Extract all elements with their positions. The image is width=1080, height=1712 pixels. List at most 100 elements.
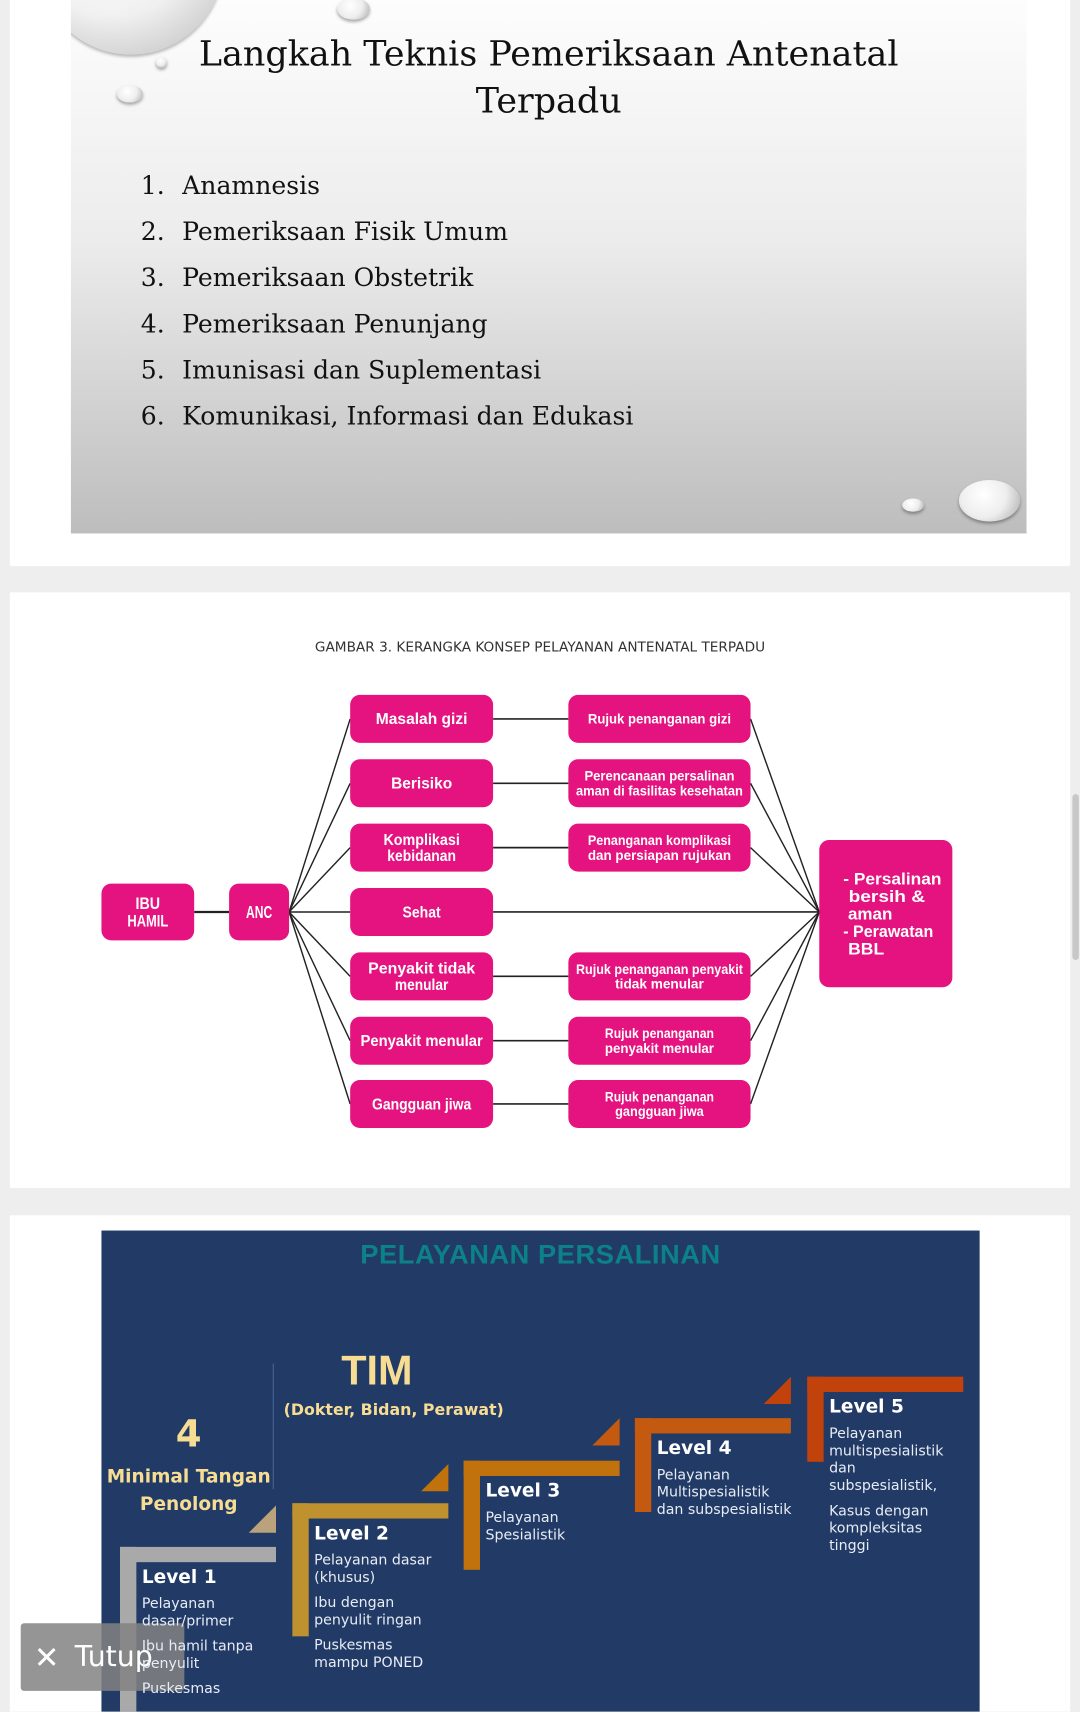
connector (288, 911, 351, 1042)
level-4-text: Level 4 Pelayanan Multispesialistik dan … (656, 1437, 810, 1527)
condition-node-label: Penyakit menular (361, 1033, 483, 1050)
item-number: 6. (140, 402, 165, 431)
level-description: Puskesmas mampu PONED (314, 1637, 424, 1672)
item-number: 3. (140, 264, 165, 293)
item-text: Imunisasi dan Suplementasi (182, 356, 542, 385)
item-number: 5. (140, 356, 165, 385)
condition-node-label: Gangguan jiwa (372, 1096, 472, 1113)
level-description: Pelayanan dasar (khusus) (314, 1552, 432, 1587)
list-item: 1.Anamnesis (141, 172, 634, 218)
scrollbar[interactable] (1072, 794, 1079, 960)
bubble-decoration (155, 56, 167, 68)
connector (749, 718, 820, 913)
connector (288, 911, 351, 977)
action-node (568, 1016, 751, 1065)
condition-node-label: Sehat (403, 904, 441, 921)
level-2-text: Level 2 Pelayanan dasar (khusus) Ibu deng… (314, 1525, 467, 1680)
level-description: Pelayanan Multispesialistik dan subspesi… (656, 1467, 792, 1519)
connector (750, 911, 820, 977)
close-icon: ✕ (33, 1639, 60, 1676)
level-title: Level 4 (656, 1437, 732, 1460)
action-node (568, 694, 751, 743)
item-text: Komunikasi, Informasi dan Edukasi (182, 402, 634, 431)
condition-node (350, 1079, 494, 1128)
title-line-1: Langkah Teknis Pemeriksaan Antenatal (198, 32, 899, 75)
step-arrow-icon (248, 1505, 276, 1533)
condition-node (350, 1016, 494, 1065)
level-5-text: Level 5 Pelayanan multispesialistik dan … (829, 1396, 980, 1564)
item-number: 4. (140, 310, 165, 339)
close-label: Tutup (74, 1640, 153, 1674)
action-node-label: Rujuk penanganan gizi (588, 712, 731, 727)
slide-card-1: Langkah Teknis Pemeriksaan Antenatal Ter… (9, 0, 1071, 567)
level-5-step-vertical (807, 1376, 824, 1462)
close-toast-button[interactable]: ✕ Tutup (20, 1623, 185, 1691)
level-title: Level 5 (829, 1396, 904, 1419)
tim-subtitle: (Dokter, Bidan, Perawat) (283, 1401, 504, 1420)
list-item: 4. Pemeriksaan Penunjang (141, 310, 634, 356)
outcome-node-label: - Persalinan bersih & aman- Perawatan BB… (843, 870, 941, 958)
level-2-step-vertical (292, 1503, 309, 1637)
step-arrow-icon (763, 1376, 791, 1404)
condition-node (350, 887, 494, 936)
anc-node (229, 883, 290, 941)
action-node (568, 759, 751, 808)
level-4-step-vertical (634, 1418, 652, 1512)
item-text: Pemeriksaan Penunjang (182, 310, 488, 339)
level-description: Pelayanan Spesialistik (485, 1509, 566, 1544)
connector (288, 911, 351, 1105)
outcome-node (819, 839, 953, 988)
action-node (568, 823, 751, 872)
level-description: Pelayanan multispesialistik dan subspesi… (829, 1425, 944, 1495)
step-arrow-icon (421, 1463, 449, 1492)
diagram-caption: GAMBAR 3. KERANGKA KONSEP PELAYANAN ANTE… (314, 638, 766, 655)
label-line: Minimal Tangan (106, 1466, 271, 1488)
level-description: Ibu hamil tanpa penyulit (141, 1638, 254, 1673)
connector (288, 718, 351, 913)
connector (749, 911, 820, 1105)
list-item: 3. Pemeriksaan Obstetrik (141, 264, 634, 310)
bubble-decoration (337, 0, 370, 20)
connector (749, 911, 820, 1042)
divider (272, 1363, 274, 1490)
level-description: Kasus dengan kompleksitas tinggi (829, 1503, 929, 1555)
level-description: Puskesmas (141, 1681, 221, 1698)
connector (288, 782, 351, 913)
bubble-decoration (958, 479, 1020, 522)
slide-title: PELAYANAN PERSALINAN (360, 1239, 721, 1270)
level-3-text: Level 3 Pelayanan Spesialistik (485, 1482, 638, 1553)
item-text: Pemeriksaan Fisik Umum (182, 218, 508, 247)
item-text: Pemeriksaan Obstetrik (182, 264, 474, 293)
bubble-decoration (116, 85, 143, 103)
tim-heading: TIM (341, 1348, 413, 1395)
level-5-step-horizontal (807, 1376, 964, 1392)
minimal-helpers-label: Minimal Tangan Penolong (101, 1464, 276, 1519)
item-number: 1. (140, 172, 165, 201)
condition-node (350, 823, 494, 872)
level-title: Level 2 (314, 1522, 389, 1545)
condition-node (350, 759, 494, 808)
level-description: Ibu dengan penyulit ringan (314, 1594, 422, 1629)
bubble-decoration (902, 498, 924, 512)
slide-antenatal-steps: Langkah Teknis Pemeriksaan Antenatal Ter… (70, 0, 1027, 534)
list-item: 6. Komunikasi, Informasi dan Edukasi (141, 402, 634, 448)
level-4-step-horizontal (634, 1418, 791, 1434)
level-title: Level 1 (141, 1566, 217, 1589)
connector (288, 847, 351, 913)
level-3-step-horizontal (463, 1460, 620, 1476)
level-description: Pelayanan dasar/primer (141, 1595, 234, 1630)
level-2-step-horizontal (292, 1503, 449, 1519)
connector (750, 847, 820, 913)
condition-node (350, 694, 494, 743)
action-node (568, 1079, 751, 1128)
action-node (568, 952, 751, 1001)
